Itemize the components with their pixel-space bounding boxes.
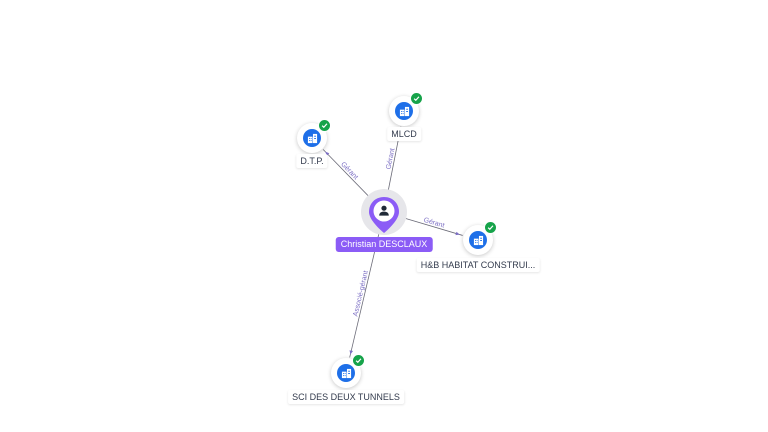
company-node-mlcd[interactable] bbox=[389, 92, 423, 126]
edge-dtp bbox=[322, 149, 371, 198]
building-icon bbox=[307, 133, 317, 143]
verified-check-icon bbox=[318, 119, 331, 132]
edge-hb bbox=[403, 217, 463, 236]
person-node[interactable] bbox=[367, 195, 401, 235]
edge-arrow-dtp bbox=[325, 151, 330, 156]
center-node-label[interactable]: Christian DESCLAUX bbox=[335, 237, 433, 252]
verified-check-icon bbox=[352, 354, 365, 367]
person-icon bbox=[379, 205, 389, 216]
verified-check-icon bbox=[484, 221, 497, 234]
building-icon bbox=[399, 106, 409, 116]
company-label-mlcd[interactable]: MLCD bbox=[387, 127, 421, 141]
building-icon bbox=[341, 368, 351, 378]
edge-label-hb: Gérant bbox=[423, 217, 446, 230]
building-icon bbox=[473, 235, 483, 245]
company-node-hb[interactable] bbox=[463, 221, 497, 255]
company-label-hb[interactable]: H&B HABITAT CONSTRUI... bbox=[416, 258, 540, 272]
edge-label-mlcd: Gérant bbox=[385, 148, 396, 170]
edge-arrow-sci bbox=[349, 350, 354, 355]
company-label-dtp[interactable]: D.T.P. bbox=[296, 154, 328, 168]
verified-check-icon bbox=[410, 92, 423, 105]
edge-arrow-hb bbox=[455, 231, 460, 236]
company-node-dtp[interactable] bbox=[297, 119, 331, 153]
company-node-sci[interactable] bbox=[331, 354, 365, 388]
edge-label-dtp: Gérant bbox=[339, 161, 359, 181]
edge-sci bbox=[349, 231, 380, 358]
company-label-sci[interactable]: SCI DES DEUX TUNNELS bbox=[288, 390, 404, 404]
